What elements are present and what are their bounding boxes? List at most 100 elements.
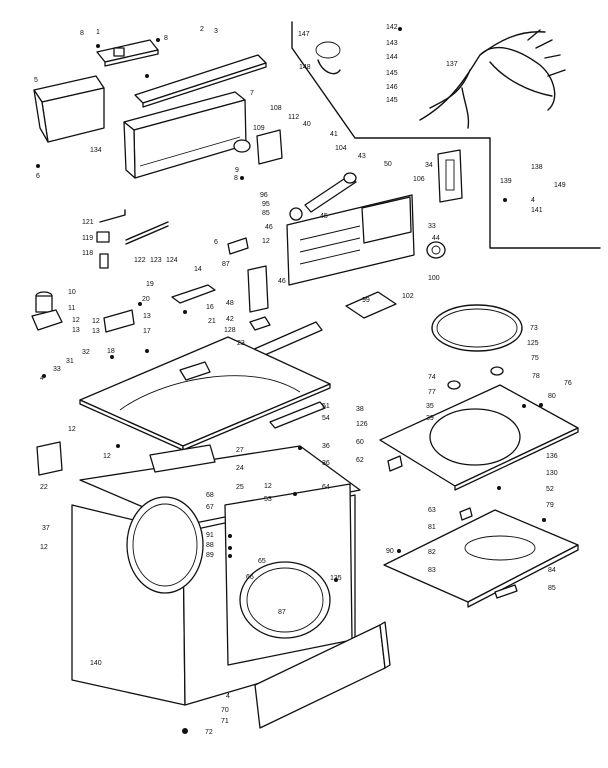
callout-c138: 138: [531, 164, 543, 171]
washer-cabinet: [71, 444, 361, 706]
callout-c18: 18: [107, 348, 115, 355]
callout-c38: 38: [356, 406, 364, 413]
callout-c135: 135: [330, 575, 342, 582]
callout-c89: 89: [206, 552, 214, 559]
top-cover-part: [96, 39, 159, 67]
callout-c84: 84: [548, 567, 556, 574]
callout-c146: 146: [386, 84, 398, 91]
callout-c112: 112: [288, 114, 299, 121]
pad-128: [249, 316, 271, 331]
callout-c67: 67: [206, 504, 214, 511]
callout-c90: 90: [386, 548, 394, 555]
callout-c122: 122: [134, 257, 146, 264]
hardware-dots: [36, 27, 546, 734]
callout-c74: 74: [428, 374, 436, 381]
callout-c62: 62: [356, 457, 364, 464]
left-side-bracket: [33, 75, 105, 143]
callout-c108: 108: [270, 105, 282, 112]
callout-c64: 64: [322, 484, 330, 491]
callout-c9: 9: [235, 167, 239, 174]
callout-c88: 88: [206, 542, 214, 549]
callout-c12e: 12: [103, 453, 111, 460]
hose-121: [99, 209, 126, 223]
callout-c17: 17: [143, 328, 151, 335]
side-panel-22: [36, 441, 63, 476]
callout-c136: 136: [546, 453, 558, 460]
toe-kick-70: [254, 621, 391, 729]
callout-c109: 109: [253, 125, 265, 132]
callout-c12f: 12: [264, 483, 272, 490]
callout-c70: 70: [221, 707, 229, 714]
callout-c72: 72: [205, 729, 213, 736]
callout-c12c: 12: [92, 318, 100, 325]
callout-c53: 53: [264, 496, 272, 503]
callout-c33: 33: [428, 223, 436, 230]
callout-c134: 134: [90, 147, 102, 154]
callout-c7: 7: [250, 90, 254, 97]
callout-c99: 99: [362, 297, 370, 304]
top-trim-strip: [134, 54, 267, 108]
callout-c76: 76: [564, 380, 572, 387]
callout-c118: 118: [82, 250, 93, 257]
callout-c96: 96: [260, 192, 268, 199]
callout-c63: 63: [428, 507, 436, 514]
callout-c80: 80: [548, 393, 556, 400]
callout-c4c: 4: [226, 693, 230, 700]
callout-c44: 44: [432, 235, 440, 242]
switch-48: [247, 265, 269, 313]
callout-c46b: 46: [278, 278, 286, 285]
callout-c12d: 12: [68, 426, 76, 433]
callout-c85b: 85: [548, 585, 556, 592]
callout-c123: 123: [150, 257, 162, 264]
wiring-harness-box: [291, 21, 601, 249]
callout-c16: 16: [206, 304, 214, 311]
callout-c41: 41: [330, 131, 338, 138]
callout-c95: 95: [262, 201, 270, 208]
switch-housing: [289, 172, 357, 221]
callout-c143: 143: [386, 40, 398, 47]
callout-c65: 65: [258, 558, 266, 565]
callout-c34: 34: [425, 162, 433, 169]
callout-c40: 40: [303, 121, 311, 128]
callout-c42: 42: [226, 316, 234, 323]
callout-c82: 82: [428, 549, 436, 556]
callout-c81: 81: [428, 524, 436, 531]
callout-c2: 2: [200, 26, 204, 33]
base-plate-84: [383, 509, 579, 608]
callout-c27: 27: [236, 447, 244, 454]
callout-c147: 147: [298, 31, 310, 38]
callout-c3: 3: [214, 28, 218, 35]
callout-c13a: 13: [72, 327, 80, 334]
callout-c22: 22: [40, 484, 48, 491]
callout-c60: 60: [356, 439, 364, 446]
callout-c139: 139: [500, 178, 512, 185]
callout-c36b: 36: [322, 460, 330, 467]
callout-c51: 51: [322, 403, 330, 410]
callout-c6: 6: [36, 173, 40, 180]
callout-c106: 106: [413, 176, 425, 183]
callout-c141: 141: [531, 207, 543, 214]
callout-c6b: 6: [214, 239, 218, 246]
callout-c8a: 8: [80, 30, 84, 37]
callout-c33b: 33: [53, 366, 61, 373]
callout-c54: 54: [322, 415, 330, 422]
callout-c8b: 8: [164, 35, 168, 42]
callout-c79: 79: [546, 502, 554, 509]
callout-c23: 23: [237, 340, 245, 347]
callout-c87b: 87: [278, 609, 286, 616]
callout-c73: 73: [530, 325, 538, 332]
callout-c13c: 13: [143, 313, 151, 320]
callout-c48: 48: [226, 300, 234, 307]
callout-c21: 21: [208, 318, 216, 325]
top-deck-frame: [79, 336, 331, 451]
callout-c75: 75: [531, 355, 539, 362]
motor-10: [31, 291, 63, 331]
callout-c12a: 12: [262, 238, 270, 245]
callout-c102: 102: [402, 293, 414, 300]
callout-c130: 130: [546, 470, 558, 477]
control-panel-assembly: [286, 194, 415, 286]
callout-c78: 78: [532, 373, 540, 380]
callout-c50: 50: [384, 161, 392, 168]
callout-c121: 121: [82, 219, 94, 226]
